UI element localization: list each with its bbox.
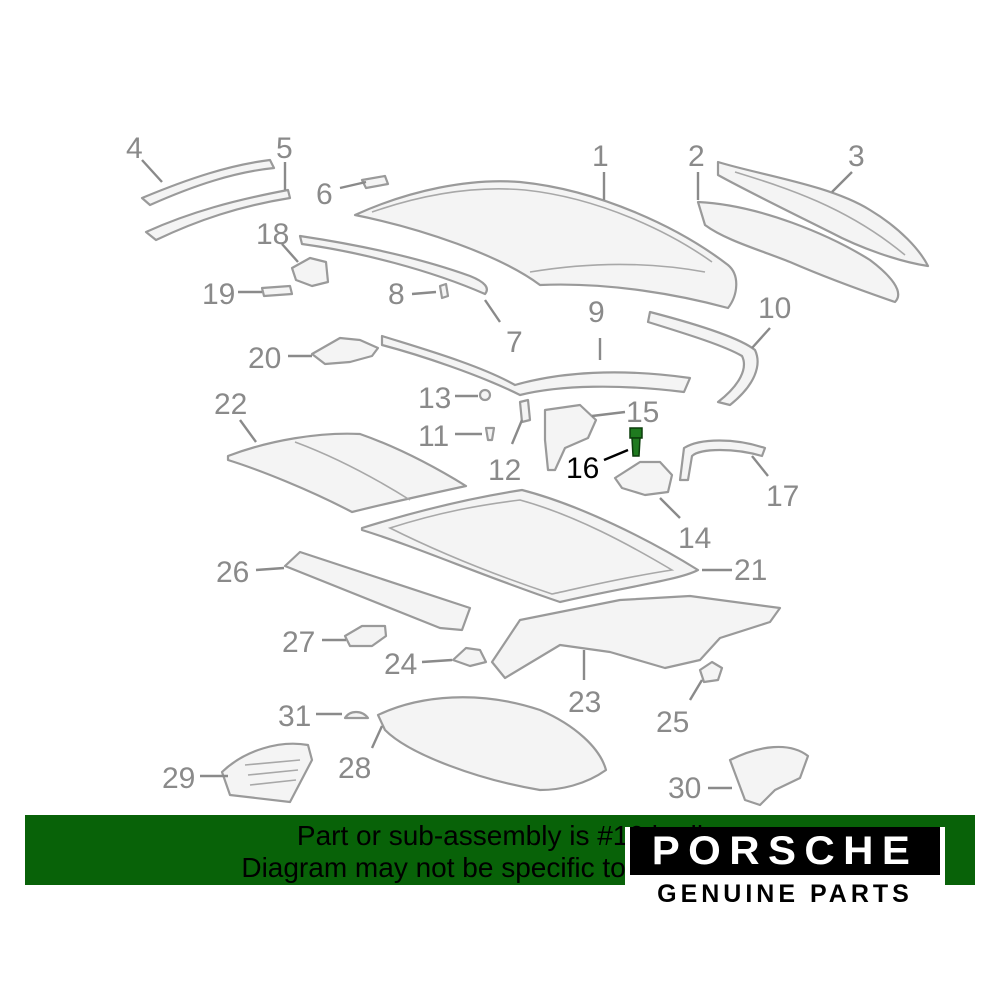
callout-27: 27: [282, 626, 315, 659]
leader-28: [370, 725, 384, 749]
callout-4: 4: [126, 132, 143, 165]
part-25-shape: [698, 660, 724, 684]
callout-1: 1: [592, 140, 609, 173]
callout-11: 11: [418, 420, 449, 453]
part-5-shape: [144, 188, 292, 242]
logo-subtitle: GENUINE PARTS: [657, 880, 913, 908]
leader-18: [281, 243, 299, 263]
logo-wordmark: PORSCHE: [651, 829, 919, 873]
callout-28: 28: [338, 752, 371, 785]
callout-12: 12: [488, 454, 521, 487]
leader-4: [141, 159, 163, 183]
callout-9: 9: [588, 296, 605, 329]
part-22-shape: [226, 432, 468, 514]
part-29-grille: [244, 759, 301, 786]
callout-16: 16: [566, 452, 599, 485]
part-1-detail: [371, 188, 713, 263]
callout-7: 7: [506, 326, 523, 359]
callout-10: 10: [758, 292, 791, 325]
part-18-shape: [290, 256, 330, 288]
callout-17: 17: [766, 480, 799, 513]
part-21-shape: [360, 488, 700, 604]
leader-26: [255, 566, 285, 572]
part-1-shape: [353, 180, 738, 310]
callout-6: 6: [316, 178, 333, 211]
part-3-detail: [734, 171, 906, 256]
part-8-shape: [438, 282, 450, 300]
callout-31: 31: [278, 700, 311, 733]
logo-wordmark-bar: PORSCHE: [630, 827, 940, 875]
callout-24: 24: [384, 648, 417, 681]
part-4-shape: [140, 158, 276, 207]
part-23-shape: [490, 594, 782, 680]
callout-30: 30: [668, 772, 701, 805]
part-3-shape: [716, 160, 930, 268]
callout-2: 2: [688, 140, 705, 173]
callout-14: 14: [678, 522, 711, 555]
banner-line-2: Diagram may not be specific to you: [241, 853, 679, 883]
part-16-shape: [629, 427, 643, 457]
part-14-shape: [613, 460, 674, 497]
part-20-shape: [310, 336, 380, 366]
part-17-shape: [678, 439, 767, 482]
callout-13: 13: [418, 382, 451, 415]
leader-14: [659, 497, 681, 519]
callout-23: 23: [568, 686, 601, 719]
part-12-shape: [518, 398, 532, 424]
part-22-detail: [294, 441, 411, 501]
callout-15: 15: [626, 396, 659, 429]
leader-25: [688, 679, 704, 701]
leader-15: [591, 410, 626, 418]
callout-20: 20: [248, 342, 281, 375]
part-27-shape: [343, 624, 388, 648]
porsche-genuine-parts-logo: PORSCHE GENUINE PARTS: [625, 827, 945, 912]
part-9-shape: [380, 334, 692, 397]
leader-24: [421, 658, 453, 664]
part-11-shape: [484, 426, 496, 442]
part-26-shape: [283, 550, 472, 632]
callout-5: 5: [276, 132, 293, 165]
part-21-detail: [387, 499, 675, 595]
part-31-shape: [343, 710, 370, 720]
part-6-shape: [360, 174, 390, 190]
callout-29: 29: [162, 762, 195, 795]
part-10-shape: [646, 310, 759, 407]
part-1-detail-2: [529, 263, 706, 273]
leader-12: [510, 419, 524, 445]
part-15-shape: [543, 403, 598, 472]
leader-6: [339, 180, 367, 190]
part-30-shape: [728, 745, 810, 807]
leader-3: [831, 171, 853, 193]
callout-25: 25: [656, 706, 689, 739]
part-7-shape: [298, 234, 488, 296]
callout-22: 22: [214, 388, 247, 421]
part-2-shape: [696, 200, 900, 304]
part-19-shape: [260, 284, 294, 298]
part-28-shape: [376, 696, 608, 792]
callout-19: 19: [202, 278, 235, 311]
leader-8: [411, 290, 437, 296]
callout-8: 8: [388, 278, 405, 311]
callout-18: 18: [256, 218, 289, 251]
part-24-shape: [451, 646, 488, 668]
callout-21: 21: [734, 554, 767, 587]
leader-7: [484, 299, 501, 323]
callout-3: 3: [848, 140, 865, 173]
callout-26: 26: [216, 556, 249, 589]
leader-17: [751, 455, 769, 477]
leader-22: [239, 419, 257, 443]
leader-16: [603, 448, 629, 462]
leader-10: [751, 327, 771, 349]
part-13-shape: [478, 388, 492, 402]
